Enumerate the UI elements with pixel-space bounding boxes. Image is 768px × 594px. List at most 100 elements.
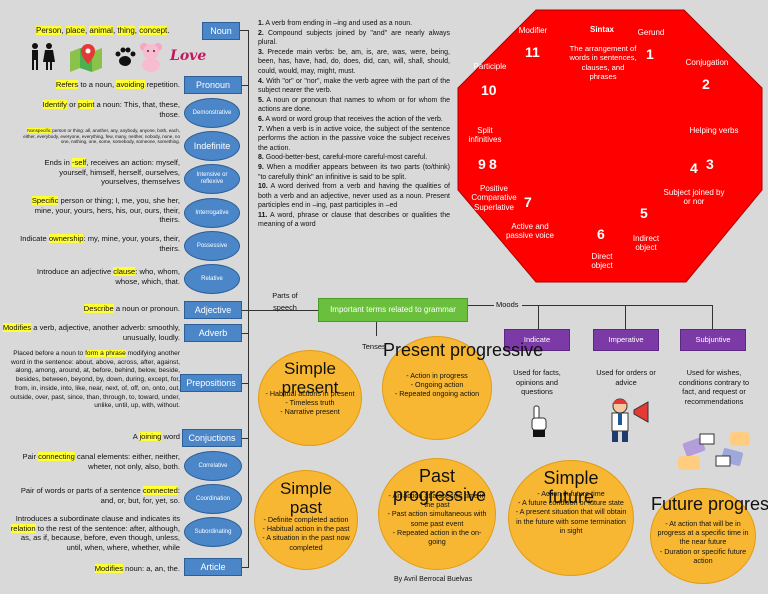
pronoun-relative: Relative <box>184 264 240 294</box>
syntax-label-11: Modifier <box>518 26 548 35</box>
rule-text: Precede main verbs: be, am, is, are, was… <box>258 48 450 75</box>
rule-text: A verb from ending in –ing and used as a… <box>263 20 413 27</box>
grammar-rule: 5. A noun or pronoun that names to whom … <box>258 96 450 115</box>
connector-to-imperative <box>625 305 626 329</box>
paw-icon <box>115 47 136 66</box>
rule-text: Compound subjects joined by "and" are ne… <box>258 29 450 47</box>
mood-subjuntive-desc: Used for wishes, conditions contrary to … <box>678 368 750 406</box>
pronoun-relative-text: Introduce an adjective clause: who, whom… <box>36 267 180 286</box>
grammar-rule: 2. Compound subjects joined by "and" are… <box>258 29 450 48</box>
syntax-label-3: Helping verbs <box>689 126 739 135</box>
rule-number: 1. <box>258 20 264 27</box>
adjective-box: Adjective <box>184 301 242 319</box>
rule-text: When a modifier appears between its two … <box>258 163 450 181</box>
syntax-num-5: 5 <box>640 205 648 221</box>
syntax-label-4: Subject joined by or nor <box>663 188 725 207</box>
tense-simple-past: Simple past - Definite completed action-… <box>254 470 358 570</box>
people-icon <box>32 43 55 70</box>
mood-indicate-desc: Used for facts, opinions and questions <box>513 368 561 397</box>
rule-number: 11. <box>258 211 268 219</box>
megaphone-man-icon <box>611 398 649 442</box>
rule-text: A noun or pronoun that names to whom or … <box>258 96 450 114</box>
pointing-hand-icon <box>531 405 547 437</box>
pronoun-indefinite: Indefinite <box>184 131 240 161</box>
connector-to-article <box>242 567 248 568</box>
conjunction-coordination-text: Pair of words or parts of a sentence con… <box>20 486 180 505</box>
tense-simple-future: Simple future - Action in future time- A… <box>508 460 634 576</box>
tense-title: Past progressive <box>393 466 487 505</box>
grammar-rule: 8. Good-better-best, careful-more carefu… <box>258 153 450 163</box>
rule-number: 7. <box>258 125 264 133</box>
rule-number: 5. <box>258 96 264 104</box>
connector-to-subjuntive <box>712 305 713 329</box>
noun-box: Noun <box>202 22 240 40</box>
pronoun-demonstrative-text: Identify or point a noun: This, that, th… <box>42 100 180 119</box>
teddy-bear-icon <box>140 43 162 72</box>
tense-items: - Definite completed action- Habitual ac… <box>262 515 350 552</box>
connector-to-noun <box>240 30 248 31</box>
adverb-box: Adverb <box>184 324 242 342</box>
syntax-num-10: 10 <box>481 82 497 98</box>
mood-imperative: Imperative <box>593 329 659 351</box>
grammar-rule: 9. When a modifier appears between its t… <box>258 163 450 182</box>
hands-cards-icon <box>678 432 750 470</box>
pronoun-possessive: Possessive <box>184 231 240 261</box>
grammar-rule: 10. A word derived from a verb and havin… <box>258 182 450 211</box>
tense-past-progressive: Past progressive - An action at a specif… <box>378 458 496 570</box>
pronoun-possessive-text: Indicate ownership: my, mine, your, your… <box>20 234 180 253</box>
pronoun-definition: Refers to a noun, avoiding repetition. <box>55 80 180 89</box>
tense-items: - Action in future time- A future condit… <box>515 489 627 535</box>
adverb-definition: Modifies a verb, adjective, another adve… <box>2 323 180 342</box>
syntax-num-9: 9 <box>478 156 486 172</box>
grammar-rule: 11. A word, phrase or clause that descri… <box>258 211 450 230</box>
pronoun-intensive-text: Ends in -self, receives an action: mysel… <box>44 158 180 186</box>
rule-number: 9. <box>258 163 264 171</box>
grammar-rules-list: 1. A verb from ending in –ing and used a… <box>258 19 450 230</box>
syntax-label-8: Positive Comparative Superlative <box>471 184 517 212</box>
tense-title: Simple present <box>281 359 339 397</box>
mood-indicate: Indicate <box>504 329 570 351</box>
prepositions-box: Prepositions <box>180 374 242 392</box>
conjunctions-box: Conjuctions <box>182 429 242 447</box>
tense-title: Simple future <box>543 468 599 507</box>
connector-to-pronoun <box>242 85 248 86</box>
rule-text: A word derived from a verb and having th… <box>258 183 450 210</box>
grammar-rule: 1. A verb from ending in –ing and used a… <box>258 19 450 29</box>
syntax-num-3: 3 <box>706 156 714 172</box>
conjunction-correlative-text: Pair connecting canal elements: either, … <box>22 452 180 471</box>
moods-label: Moods <box>496 300 519 309</box>
mood-subjuntive: Subjuntive <box>680 329 746 351</box>
conjunction-coordination: Coordination <box>184 484 242 514</box>
adjective-definition: Describe a noun or pronoun. <box>83 304 180 313</box>
grammar-rule: 7. When a verb is in active voice, the s… <box>258 125 450 154</box>
connector-spine-to-center <box>248 310 318 311</box>
grammar-rule: 6. A word or word group that receives th… <box>258 115 450 125</box>
rule-number: 4. <box>258 77 264 85</box>
rule-text: With "or" or "nor", make the verb agree … <box>258 77 450 95</box>
tense-items: - Habitual actions in present- Timeless … <box>265 389 355 417</box>
mood-imperative-desc: Used for orders or advice <box>596 368 656 387</box>
syntax-num-7: 7 <box>524 194 532 210</box>
syntax-label-1: Gerund <box>637 28 665 37</box>
connector-to-conjunctions <box>242 438 248 439</box>
rule-text: A word, phrase or clause that describes … <box>258 211 450 229</box>
pronoun-box: Pronoun <box>184 76 242 94</box>
syntax-label-9: Split infinitives <box>468 126 502 145</box>
connector-to-indicate <box>538 305 539 329</box>
tense-title: Present progressive <box>383 340 544 360</box>
parts-of-speech-label: Parts of speech <box>272 291 298 312</box>
connector-left-spine <box>248 30 249 568</box>
syntax-description: The arrangement of words in sentences, c… <box>569 44 637 82</box>
rule-text: A word or word group that receives the a… <box>263 115 443 123</box>
conjunction-correlative: Correlative <box>184 451 242 481</box>
syntax-octagon <box>457 9 763 283</box>
syntax-num-8: 8 <box>489 156 497 172</box>
tense-future-progressive: Future progressive - At action that will… <box>650 488 768 584</box>
map-pin-icon <box>70 44 102 72</box>
tense-items: - Action in progress- Ongoing action- Re… <box>394 371 480 399</box>
tenses-label: Tenses <box>362 342 386 351</box>
love-icon: Love <box>170 48 207 64</box>
center-title-box: Important terms related to grammar <box>318 298 468 322</box>
syntax-label-2: Conjugation <box>685 58 729 67</box>
prepositions-definition: Placed before a noun to form a phrase mo… <box>10 350 180 410</box>
